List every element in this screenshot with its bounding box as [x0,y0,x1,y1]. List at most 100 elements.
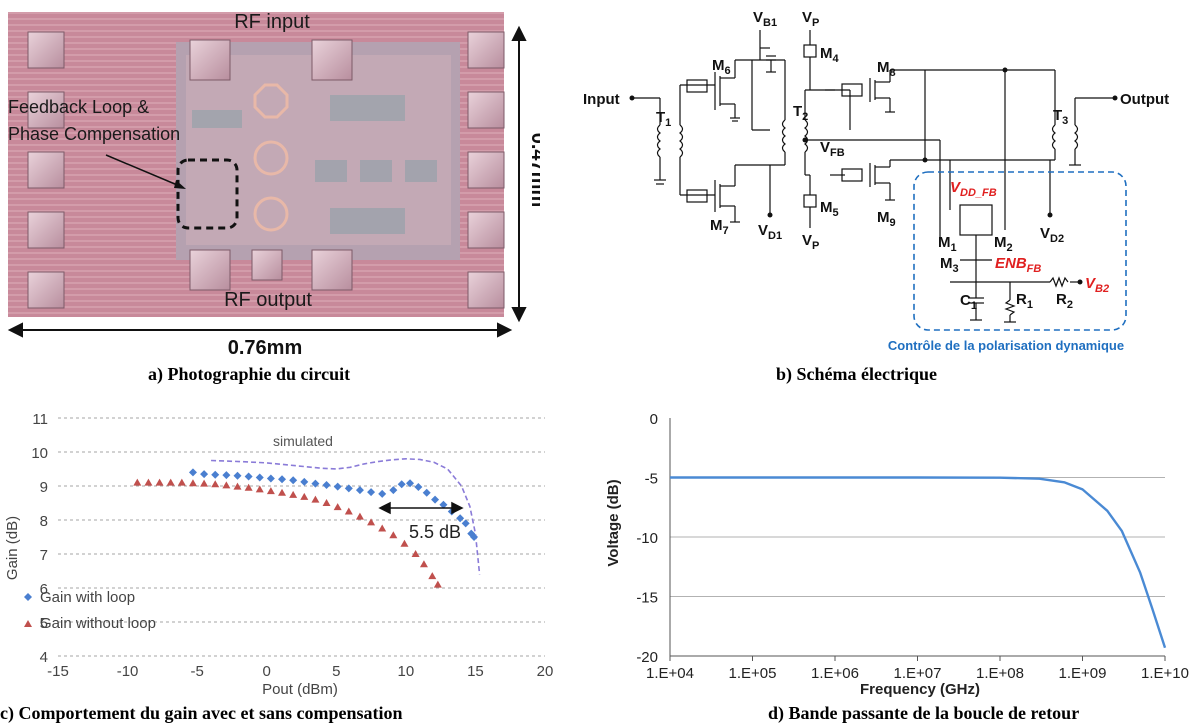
gain-without-loop-point [177,478,186,486]
bandwidth-chart-x-tick: 1.E+08 [976,665,1024,682]
gain-without-loop-point [211,480,220,488]
dynamic-bias-label: Contrôle de la polarisation dynamique [888,338,1124,353]
gain-without-loop-point [266,487,275,495]
bandwidth-chart-y-axis-title: Voltage (dB) [605,479,622,566]
legend-label-with-loop: Gain with loop [40,589,135,606]
vb2-label: VB2 [1085,275,1109,295]
schematic: Input Output T1 T2 T3 M6 M7 M8 M9 M4 M5 … [580,0,1192,362]
gain-with-loop-point [278,475,287,484]
gain-chart-x-tick: -10 [117,663,139,680]
circuit-photo: RF input RF output Feedback Loop & Phase… [0,0,549,362]
feedback-label-line2: Phase Compensation [8,124,180,144]
bandwidth-chart-y-tick: 0 [650,411,658,428]
gain-without-loop-point [255,485,264,493]
gain-with-loop-point [456,514,465,523]
caption-b: b) Schéma électrique [776,364,937,384]
gain-without-loop-point [428,572,437,580]
gain-with-loop-point [322,480,331,489]
gain-without-loop-point [188,479,197,487]
m4-label: M4 [820,45,840,65]
gain-with-loop-point [200,470,209,479]
gain-without-loop-point [300,492,309,500]
gain-chart-x-tick: -15 [47,663,69,680]
legend-label-without-loop: Gain without loop [40,615,156,632]
vdd-fb-label: VDD_FB [950,179,997,199]
gain-without-loop-point [378,524,387,532]
gain-chart-x-axis-title: Pout (dBm) [262,681,338,698]
gain-without-loop-point [322,499,331,506]
r1-label: R1 [1016,291,1033,311]
bandwidth-chart-x-tick: 1.E+09 [1059,665,1107,682]
dynamic-bias-box [913,171,1127,331]
gain-chart-y-tick: 11 [32,411,48,428]
vp-bottom-label: VP [802,232,819,252]
caption-d: d) Bande passante de la boucle de retour [768,703,1080,723]
gain-with-loop-point [211,470,220,479]
gain-with-loop-point [244,472,253,481]
gain-with-loop-point [233,471,242,480]
feedback-label-line1: Feedback Loop & [8,97,149,117]
circuit-photo-svg: RF input RF output Feedback Loop & Phase… [7,11,549,359]
caption-c: c) Comportement du gain avec et sans com… [0,703,403,723]
feedback-pointer-arrow [105,154,183,188]
height-dimension-arrow [511,25,527,323]
m2-label: M2 [994,234,1013,254]
gain-with-loop-point [439,500,448,509]
caption-a: a) Photographie du circuit [148,364,351,384]
schematic-wires [632,30,1115,323]
bandwidth-chart-y-tick: -15 [636,590,658,607]
gain-without-loop-point [333,503,342,511]
m1-label: M1 [938,234,957,254]
gain-without-loop-point [289,490,298,498]
gain-without-loop-point [200,479,209,487]
gain-chart-y-tick: 5 [40,615,48,632]
gain-without-loop-point [166,478,175,486]
gain-chart-y-tick: 9 [40,479,48,496]
bandwidth-chart-y-tick: -20 [636,649,658,666]
t2-label: T2 [793,103,808,123]
gain-with-loop-point [397,480,406,489]
gain-with-loop-point [431,495,440,504]
r2-label: R2 [1056,291,1073,311]
gain-without-loop-point [144,478,153,486]
schematic-svg: Input Output T1 T2 T3 M6 M7 M8 M9 M4 M5 … [583,9,1169,353]
input-label: Input [583,91,620,108]
vfb-label: VFB [820,139,845,159]
gain-with-loop-point [389,486,398,495]
legend-marker-with-loop [24,593,32,601]
simulated-annotation: simulated [273,433,333,449]
simulated-curve [211,457,481,575]
gain-without-loop-point [344,507,353,515]
gain-without-loop-point [411,550,420,557]
m7-label: M7 [710,217,729,237]
gain-without-loop-point [433,580,442,588]
gain-chart-y-axis-title: Gain (dB) [4,516,21,580]
gain-chart-y-tick: 7 [40,547,48,564]
feedback-loop-box [176,158,239,230]
height-label: 0.47mm [527,133,540,208]
gain-chart-x-tick: 20 [537,663,554,680]
bandwidth-chart-x-tick: 1.E+04 [646,665,694,682]
bandwidth-chart-x-tick: 1.E+10 [1141,665,1189,682]
gain-without-loop-point [244,483,253,491]
inductor-icon [253,83,289,232]
vd1-label: VD1 [758,222,782,242]
gain-chart-x-tick: 10 [398,663,415,680]
t3-label: T3 [1053,107,1068,127]
c1-label: C1 [960,292,977,312]
gain-with-loop-point [378,489,387,498]
gain-without-loop-point [355,512,364,520]
gain-chart-x-tick: 5 [332,663,340,680]
gain-with-loop-point [406,479,415,488]
gain-chart-y-tick: 6 [40,581,48,598]
gain-without-loop-point [389,531,398,539]
gain-without-loop-point [367,518,376,526]
gain-chart-y-tick: 8 [40,513,48,530]
rf-output-label: RF output [224,289,312,311]
rf-input-label: RF input [234,11,310,33]
gain-chart-y-tick: 4 [40,649,48,666]
width-dimension-arrow [7,322,513,338]
